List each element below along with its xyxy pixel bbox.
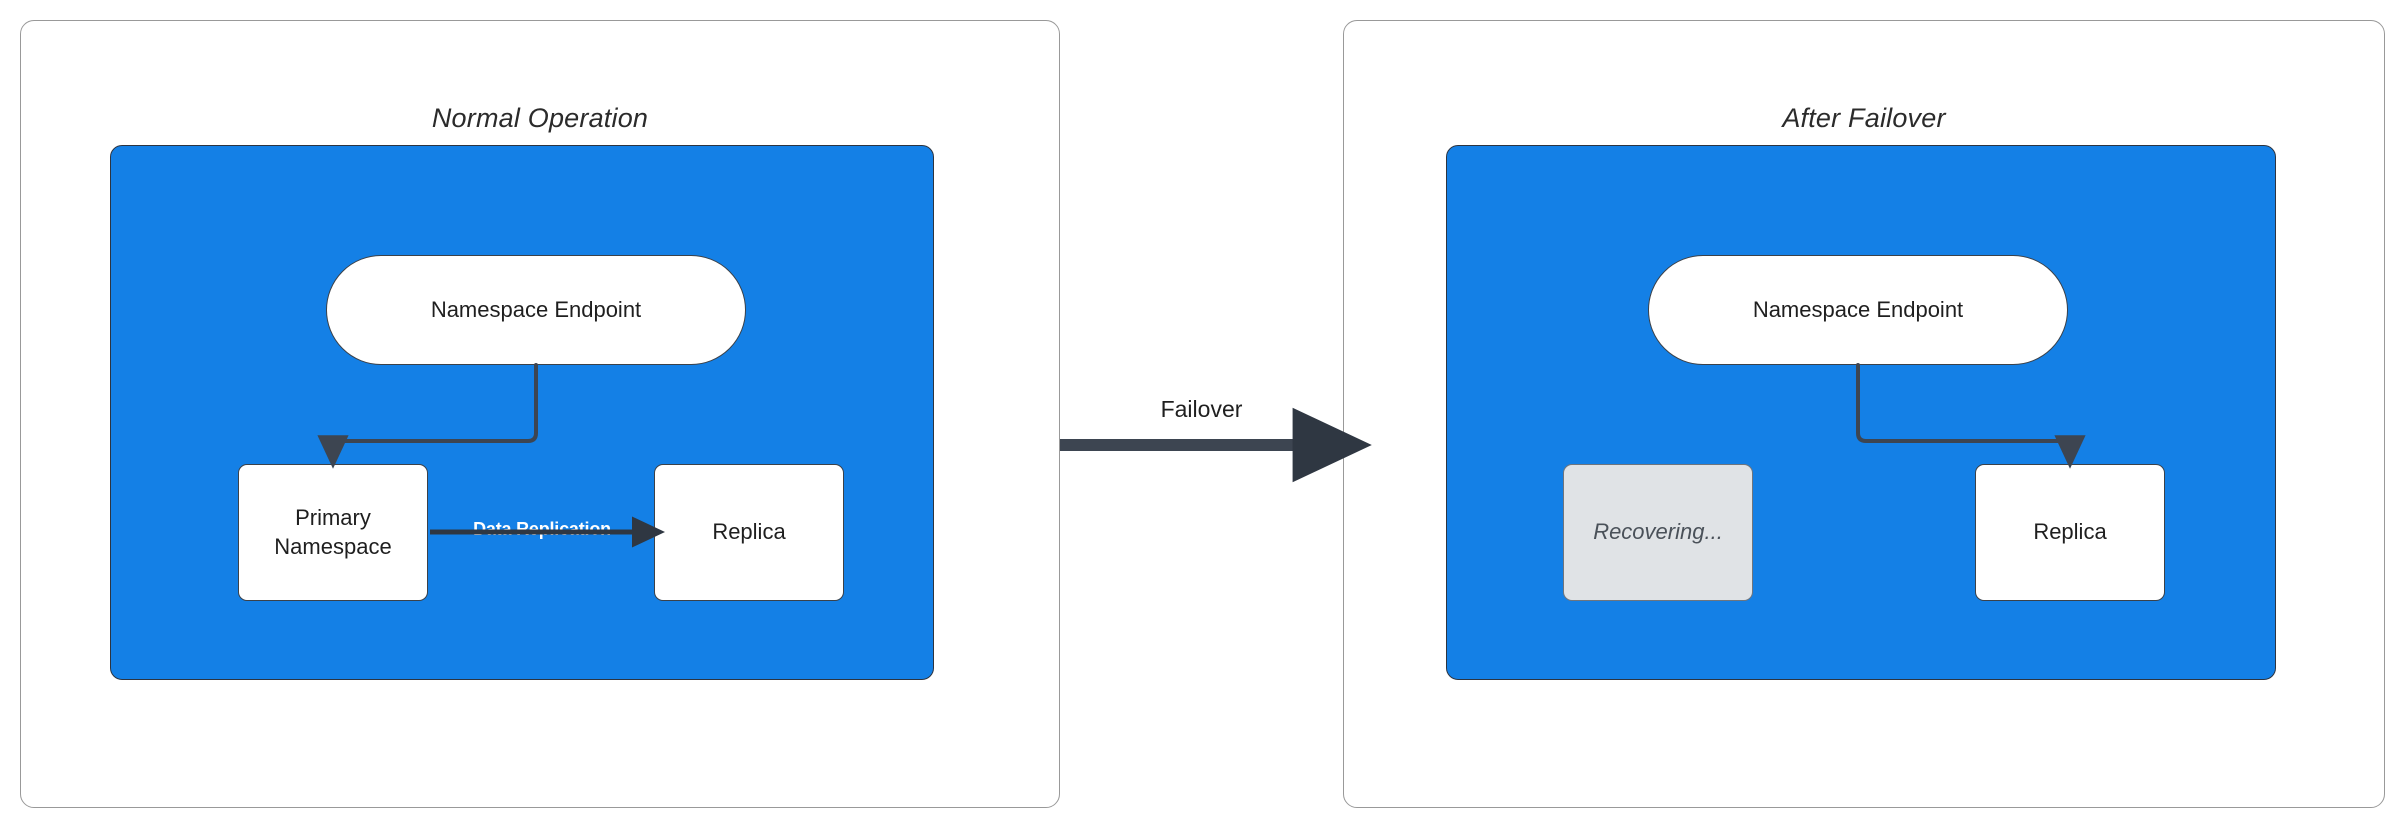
node-label: Recovering...: [1593, 519, 1723, 545]
node-label: Replica: [2033, 519, 2107, 545]
panel-title-normal-operation: Normal Operation: [431, 103, 649, 133]
node-replica-left[interactable]: Replica: [654, 464, 844, 601]
node-replica-right[interactable]: Replica: [1975, 464, 2165, 601]
edge-label-failover: Failover: [1160, 396, 1243, 422]
node-label: Primary Namespace: [274, 504, 391, 560]
node-label-line2: Namespace: [274, 533, 392, 559]
edge-label-data-replication: Data Replication: [473, 519, 611, 539]
node-label: Namespace Endpoint: [430, 296, 642, 322]
panel-title-after-failover: After Failover: [1782, 103, 1946, 133]
node-label: Namespace Endpoint: [1752, 296, 1964, 322]
node-primary-namespace[interactable]: Primary Namespace: [238, 464, 428, 601]
node-namespace-endpoint-left[interactable]: Namespace Endpoint: [326, 255, 746, 365]
node-namespace-endpoint-right[interactable]: Namespace Endpoint: [1648, 255, 2068, 365]
node-label-line1: Primary: [295, 505, 371, 531]
node-label: Replica: [712, 519, 786, 545]
node-recovering[interactable]: Recovering...: [1563, 464, 1753, 601]
